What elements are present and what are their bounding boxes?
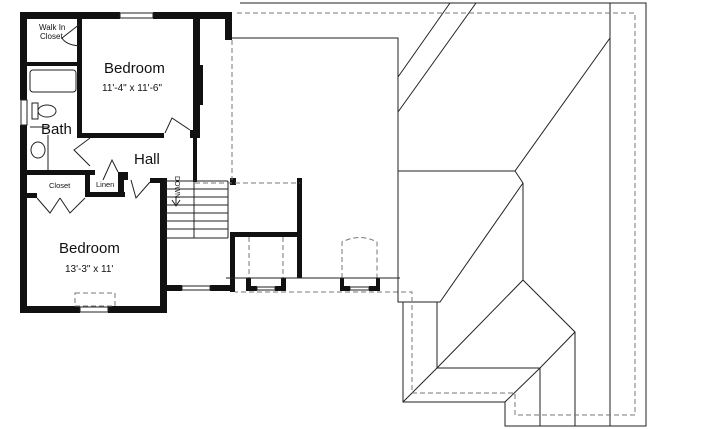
bedroom-upper-dimensions: 11'-4" x 11'-6" — [102, 83, 162, 94]
fixtures — [29, 23, 191, 307]
closet-label: Closet — [49, 181, 71, 190]
bedroom-upper-label: Bedroom — [104, 60, 165, 77]
walk-in-closet-label-1: Walk In — [39, 23, 65, 32]
bath-label: Bath — [41, 121, 72, 138]
toilet — [37, 104, 57, 118]
stairs-arrow-icon — [171, 196, 181, 207]
walk-in-closet-label-2: Closet — [40, 32, 63, 41]
door-walk-in — [61, 23, 81, 47]
bedroom-lower-label: Bedroom — [59, 240, 120, 257]
stairs-down-label: DOWN — [173, 176, 180, 198]
door-bath — [73, 137, 91, 167]
sink — [30, 141, 46, 159]
fireplace-hearth — [74, 292, 116, 307]
linen-label: Linen — [96, 180, 114, 189]
bathtub — [29, 69, 77, 93]
door-bedroom — [164, 117, 191, 134]
windows — [20, 12, 370, 313]
hall-label: Hall — [134, 151, 160, 168]
roof-outline — [195, 2, 647, 427]
bedroom-lower-dimensions: 13'-3" x 11' — [65, 264, 113, 275]
stairs — [165, 180, 229, 239]
walls — [20, 12, 380, 313]
closet-doors — [36, 197, 86, 214]
door-hall-bedroom — [130, 179, 151, 200]
toilet-tank — [31, 102, 39, 120]
door-linen — [102, 158, 119, 181]
